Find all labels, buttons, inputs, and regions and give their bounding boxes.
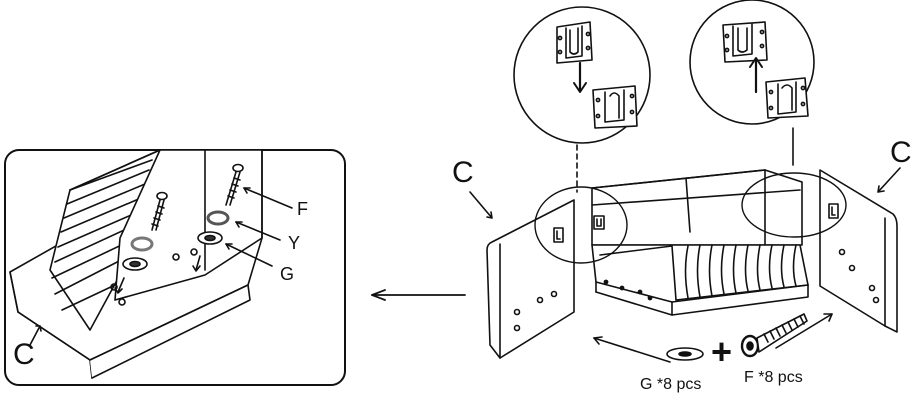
bolt-caption: F *8 pcs [744,369,803,386]
hardware-arrows [593,313,833,363]
bolt-icon [225,163,244,206]
zoom-circle-bracket-insert [513,6,651,144]
right-joint-highlight [741,172,847,238]
flat-washer-icon [666,347,704,361]
part-c-pointers [469,167,901,219]
direction-arrow [371,289,466,301]
part-f-label: F [297,199,308,219]
bolt-icon [151,191,168,231]
detail-panel [4,149,346,386]
part-c-label-right: C [890,136,912,169]
part-c-label-detail: C [13,338,35,371]
left-joint-highlight [534,186,628,264]
part-g-label: G [280,264,295,284]
sofa-frame [591,169,809,316]
spring-washer-icon [206,210,230,226]
spring-washer-icon [130,236,154,252]
washer-caption: G *8 pcs [640,376,702,393]
zoom-circle-bracket-lift [689,0,815,125]
left-armrest [486,199,575,359]
part-c-label-left: C [452,156,474,189]
plus-sign: + [711,331,733,372]
part-y-label: Y [288,233,301,253]
right-armrest [819,169,898,333]
bolt-icon [740,313,808,358]
